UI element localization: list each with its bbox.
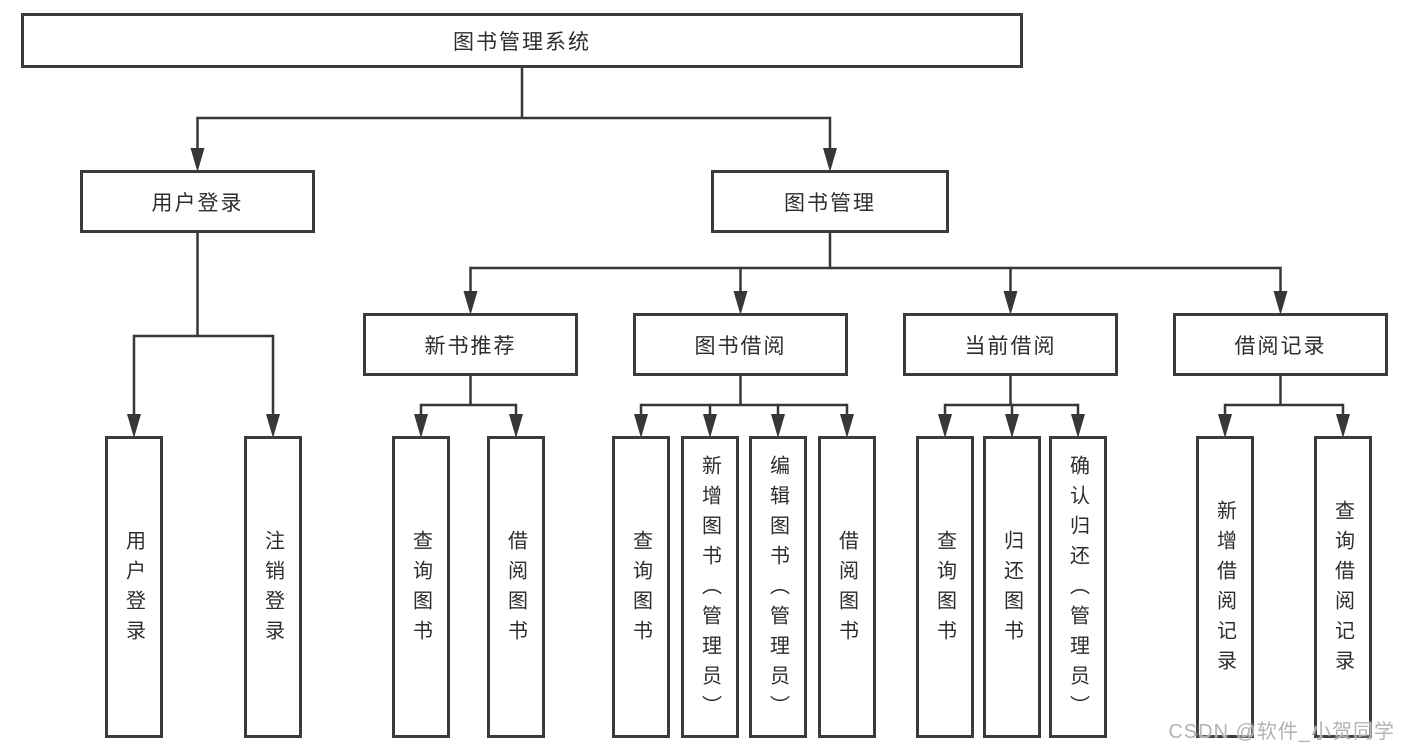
node-label: 新书推荐	[424, 334, 517, 358]
node-label: 图书管理	[784, 191, 876, 215]
node-leaf-edit-book: 编辑图书（管理员）	[749, 436, 807, 738]
node-label: 当前借阅	[964, 334, 1057, 358]
node-leaf-return-book: 归还图书	[983, 436, 1041, 738]
node-label: 注销登录	[261, 530, 284, 650]
node-label: 借阅图书	[504, 530, 527, 650]
node-leaf-add-record: 新增借阅记录	[1196, 436, 1254, 738]
node-new-book-rec: 新书推荐	[363, 313, 578, 376]
node-leaf-query-book-3: 查询图书	[916, 436, 974, 738]
node-leaf-query-record: 查询借阅记录	[1314, 436, 1372, 738]
node-label: 新增借阅记录	[1213, 500, 1236, 680]
node-label: 新增图书（管理员）	[698, 455, 721, 725]
node-leaf-borrow-book-1: 借阅图书	[487, 436, 545, 738]
node-label: 用户登录	[151, 191, 244, 215]
node-label: 借阅记录	[1234, 334, 1327, 358]
csdn-watermark: CSDN @软件_小贺同学	[1168, 721, 1395, 743]
node-label: 图书借阅	[694, 334, 787, 358]
node-leaf-query-book-1: 查询图书	[392, 436, 450, 738]
node-label: 编辑图书（管理员）	[766, 455, 789, 725]
node-leaf-confirm-return: 确认归还（管理员）	[1049, 436, 1107, 738]
node-borrow-records: 借阅记录	[1173, 313, 1388, 376]
node-label: 借阅图书	[835, 530, 858, 650]
node-label: 用户登录	[122, 530, 145, 650]
node-label: 归还图书	[1000, 530, 1023, 650]
node-leaf-user-login: 用户登录	[105, 436, 163, 738]
node-leaf-borrow-book-2: 借阅图书	[818, 436, 876, 738]
node-label: 查询图书	[933, 530, 956, 650]
node-leaf-query-book-2: 查询图书	[612, 436, 670, 738]
node-label: 确认归还（管理员）	[1066, 455, 1089, 725]
node-current-borrow: 当前借阅	[903, 313, 1118, 376]
node-label: 查询图书	[629, 530, 652, 650]
node-label: 图书管理系统	[453, 30, 591, 54]
node-user-login: 用户登录	[80, 170, 315, 233]
node-leaf-logout: 注销登录	[244, 436, 302, 738]
node-book-borrow: 图书借阅	[633, 313, 848, 376]
node-root: 图书管理系统	[21, 13, 1023, 68]
node-label: 查询图书	[409, 530, 432, 650]
node-label: 查询借阅记录	[1331, 500, 1354, 680]
node-leaf-add-book: 新增图书（管理员）	[681, 436, 739, 738]
node-book-mgmt: 图书管理	[711, 170, 949, 233]
